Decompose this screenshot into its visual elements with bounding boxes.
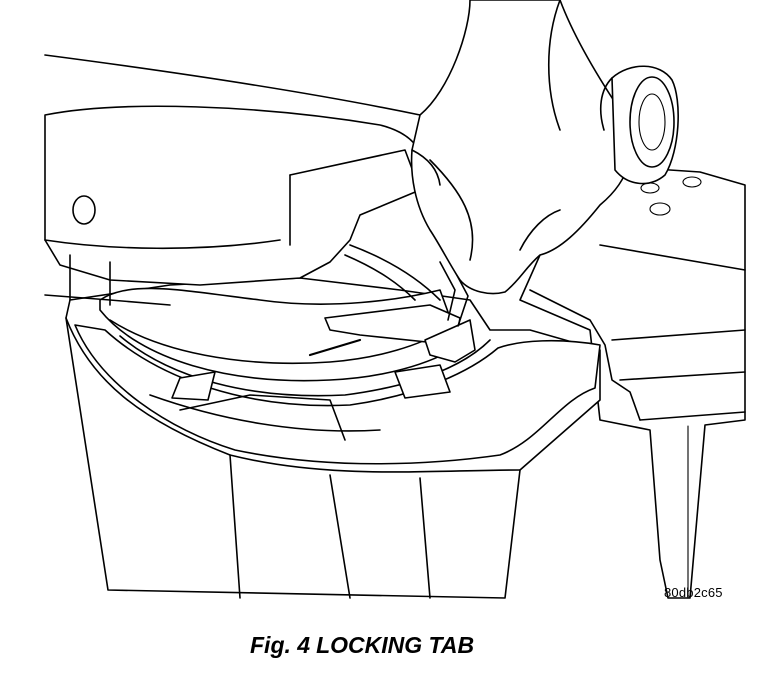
figure-code: 80db2c65 bbox=[664, 585, 723, 600]
figure-caption-prefix: Fig. 4 bbox=[250, 632, 311, 658]
locking-tab bbox=[171, 261, 476, 401]
hand bbox=[410, 0, 632, 295]
locking-tab-illustration bbox=[44, 0, 746, 599]
figure-caption-title: LOCKING TAB bbox=[316, 632, 475, 658]
drive-unit bbox=[44, 54, 425, 306]
hose-fitting bbox=[599, 65, 679, 185]
